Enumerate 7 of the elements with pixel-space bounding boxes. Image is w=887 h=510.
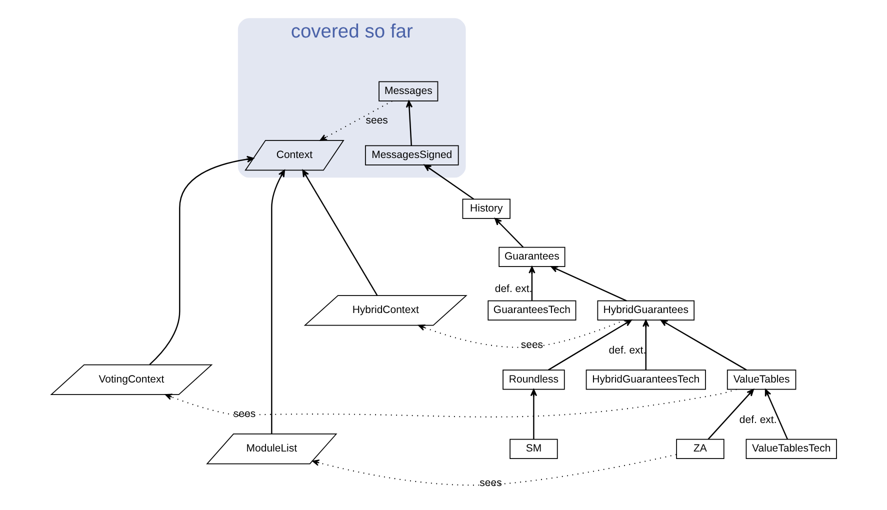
edge-label: sees <box>232 408 256 420</box>
edge-label: def. ext. <box>738 414 776 426</box>
edge-label: def. ext. <box>494 282 532 295</box>
edge-label: sees <box>479 477 502 490</box>
edge-label: sees <box>365 114 388 126</box>
edge-label: sees <box>520 338 543 351</box>
edge-label: def. ext. <box>608 344 646 357</box>
